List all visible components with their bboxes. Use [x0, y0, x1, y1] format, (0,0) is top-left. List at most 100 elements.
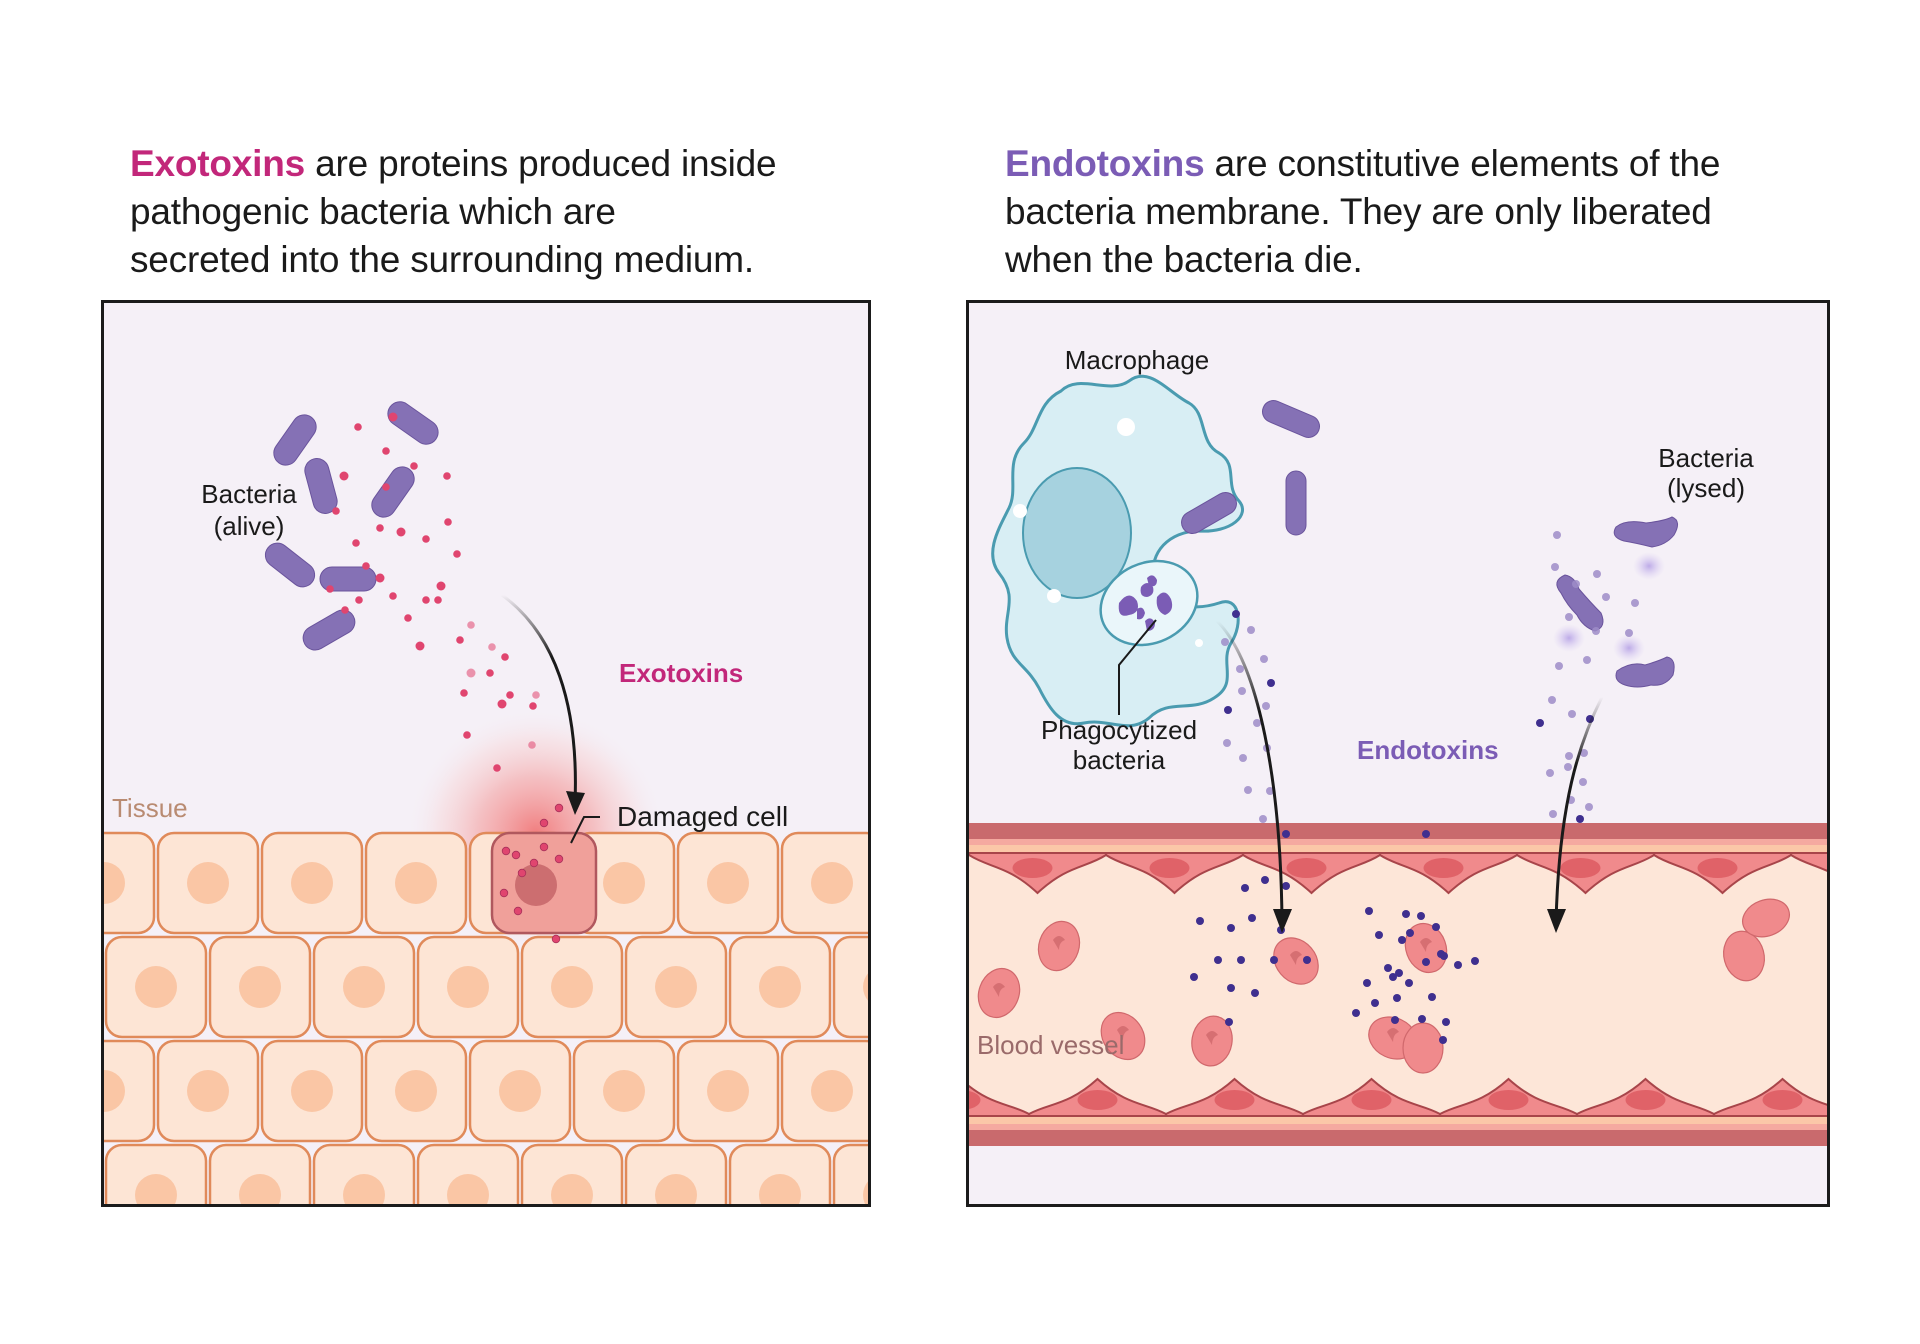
exotoxin-dot: [501, 846, 511, 856]
endothelial-nucleus: [969, 1090, 981, 1110]
endotoxin-dot: [1267, 679, 1275, 687]
rbc-center: [1387, 1028, 1399, 1042]
endotoxin-dot: [1442, 1018, 1450, 1026]
endotoxin-dot: [1579, 778, 1587, 786]
endotoxin-illustration: Macrophage Phagocytized bacteria Bacteri…: [969, 345, 1827, 1146]
arrowhead-icon: [1273, 909, 1292, 933]
cell-nucleus: [863, 973, 868, 1001]
exotoxin-dot: [362, 562, 370, 570]
exotoxin-dot: [511, 850, 521, 860]
cell-nucleus: [811, 862, 853, 904]
exotoxin-dot: [339, 471, 349, 481]
endotoxin-dot: [1238, 687, 1246, 695]
exotoxin-dot: [422, 596, 430, 604]
exotoxin-panel: Bacteria (alive) Exotoxins Damaged cell …: [101, 300, 871, 1207]
endothelial-nucleus: [1423, 858, 1464, 878]
endothelial-nucleus: [1149, 858, 1190, 878]
free-bacteria: [1181, 400, 1320, 536]
exotoxin-dot: [375, 573, 385, 583]
endotoxin-dot: [1227, 984, 1235, 992]
cell-nucleus: [811, 1070, 853, 1112]
rbc-center: [1420, 938, 1432, 952]
endotoxin-dot: [1602, 593, 1610, 601]
exotoxin-dot: [396, 527, 406, 537]
endotoxin-dot: [1417, 912, 1425, 920]
exotoxin-dot: [466, 668, 476, 678]
cell-nucleus: [603, 862, 645, 904]
endotoxin-dot: [1262, 702, 1270, 710]
arrowhead-icon: [566, 791, 585, 815]
exotoxins-in-cell: [499, 803, 564, 944]
rbc-center: [1053, 936, 1065, 950]
macrophage-nucleus: [1022, 467, 1132, 599]
endotoxin-dot: [1375, 931, 1383, 939]
phagocytized-bacteria: [1118, 575, 1173, 631]
exotoxin-dot: [497, 699, 507, 709]
tissue-cell: [832, 1143, 868, 1204]
caption-text: when the bacteria die.: [1005, 239, 1363, 280]
bacterium: [273, 414, 317, 466]
endotoxin-dot: [1592, 627, 1600, 635]
exotoxin-dot: [539, 842, 549, 852]
endothelial-nucleus: [1077, 1090, 1118, 1110]
exotoxin-dot: [529, 858, 539, 868]
damaged-cell-leader: [570, 816, 600, 844]
red-blood-cells: [977, 898, 1790, 1074]
exotoxin-dot: [554, 803, 564, 813]
endotoxins-label: Endotoxins: [1357, 735, 1499, 765]
endotoxin-arrow-left: [1215, 619, 1284, 924]
exotoxin-dot: [388, 412, 398, 422]
rbc-center: [993, 983, 1005, 997]
vessel-lumen: [969, 823, 1827, 1133]
endotoxin-dot: [1232, 610, 1240, 618]
rbc-center: [1290, 951, 1302, 965]
arrowhead-icon: [1547, 909, 1566, 933]
damaged-cell-label: Damaged cell: [617, 801, 788, 832]
red-blood-cell: [1723, 930, 1765, 982]
endotoxin-dot: [1214, 956, 1222, 964]
endotoxin-dot: [1391, 1016, 1399, 1024]
exotoxin-dot: [410, 462, 418, 470]
endotoxin-dot: [1548, 696, 1556, 704]
endotoxin-dot: [1303, 956, 1311, 964]
caption-text: are proteins produced inside: [305, 143, 777, 184]
endotoxin-dot: [1371, 999, 1379, 1007]
endotoxins-caption: Endotoxins are constitutive elements of …: [1005, 140, 1825, 284]
endotoxin-dot: [1365, 907, 1373, 915]
exotoxin-illustration: Bacteria (alive) Exotoxins Damaged cell …: [104, 401, 868, 1204]
endotoxin-dot: [1236, 665, 1244, 673]
cell-nucleus: [291, 1070, 333, 1112]
endotoxin-dot: [1471, 957, 1479, 965]
endotoxin-dot: [1244, 786, 1252, 794]
endotoxin-dot: [1422, 958, 1430, 966]
endotoxin-dot: [1549, 810, 1557, 818]
cell-nucleus: [135, 1174, 177, 1204]
endotoxin-dot: [1259, 815, 1267, 823]
exotoxin-dot: [382, 447, 390, 455]
endothelium-bottom: [969, 1077, 1827, 1117]
endotoxins-highlight: Endotoxins: [1005, 143, 1205, 184]
exotoxin-dot: [444, 518, 452, 526]
macrophage-label: Macrophage: [1065, 345, 1210, 375]
endothelial-nucleus: [1214, 1090, 1255, 1110]
exotoxin-dot: [499, 888, 509, 898]
endothelial-cell: [1790, 852, 1827, 872]
cell-nucleus: [343, 966, 385, 1008]
exotoxin-dot: [463, 731, 471, 739]
cell-nucleus: [447, 966, 489, 1008]
exotoxins-label: Exotoxins: [619, 658, 743, 688]
endotoxin-dot: [1422, 830, 1430, 838]
endothelial-nucleus: [1625, 1090, 1666, 1110]
endotoxin-dot: [1631, 599, 1639, 607]
endotoxin-arrow-right: [1554, 696, 1604, 924]
endothelial-nucleus: [1762, 1090, 1803, 1110]
tissue-cell: [832, 935, 868, 1039]
endothelial-nucleus: [1560, 858, 1601, 878]
tissue-label: Tissue: [112, 793, 188, 823]
exotoxin-dot: [404, 614, 412, 622]
cell-nucleus: [759, 1174, 801, 1204]
endotoxin-dot: [1225, 1018, 1233, 1026]
exotoxin-dot: [326, 585, 334, 593]
bacterium: [264, 542, 316, 588]
cell-nucleus: [707, 1070, 749, 1112]
